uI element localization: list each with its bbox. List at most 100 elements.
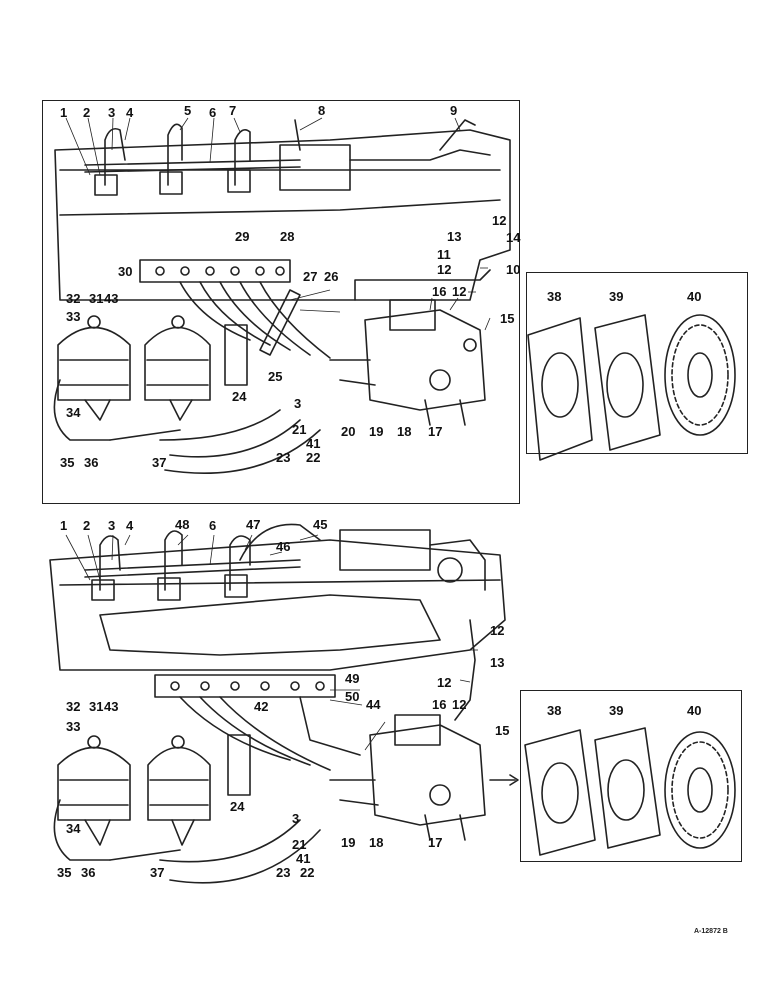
injector-3-top (234, 129, 251, 186)
callout: 46 (276, 539, 291, 554)
callout: 41 (296, 851, 311, 866)
callout: 14 (506, 230, 521, 245)
callout: 18 (397, 424, 412, 439)
callout: 31 (89, 699, 104, 714)
callout: 3 (294, 396, 302, 411)
figure-reference: A-12872 B (694, 928, 728, 935)
callout: 37 (152, 455, 167, 470)
gasket-plate-top (527, 317, 593, 461)
fuel-rail-bottom (84, 559, 301, 571)
callout: 21 (292, 422, 307, 437)
callout: 4 (126, 105, 134, 120)
callout: 43 (104, 699, 119, 714)
callout: 12 (437, 262, 452, 277)
manifold-bar-top (139, 259, 291, 283)
callout: 3 (108, 105, 116, 120)
callout: 1 (60, 105, 68, 120)
callout: 17 (428, 835, 443, 850)
callout: 32 (66, 699, 81, 714)
callout: 2 (83, 105, 91, 120)
callout: 36 (84, 455, 99, 470)
callout: 6 (209, 105, 217, 120)
injector-1-bottom (99, 535, 121, 591)
callout: 17 (428, 424, 443, 439)
callout: 39 (609, 703, 624, 718)
callout: 18 (369, 835, 384, 850)
callout: 39 (609, 289, 624, 304)
callout: 29 (235, 229, 250, 244)
callout: 8 (318, 103, 326, 118)
callout: 24 (232, 389, 247, 404)
fuel-filter-right-bottom (147, 735, 211, 846)
callout: 21 (292, 837, 307, 852)
callout: 36 (81, 865, 96, 880)
fuel-filter-right-top (144, 315, 211, 421)
callout: 33 (66, 309, 81, 324)
callout: 47 (246, 517, 261, 532)
callout: 26 (324, 269, 339, 284)
callout: 35 (60, 455, 75, 470)
injector-1-top (104, 127, 126, 186)
callout: 12 (452, 697, 467, 712)
callout: 13 (447, 229, 462, 244)
injection-pump-top (364, 299, 486, 426)
callout: 44 (366, 697, 381, 712)
callout: 27 (303, 269, 318, 284)
injector-2-bottom (164, 530, 183, 591)
callout: 40 (687, 289, 702, 304)
callout: 41 (306, 436, 321, 451)
callout: 5 (184, 103, 192, 118)
drive-gear-bottom (664, 731, 736, 849)
callout: 12 (490, 623, 505, 638)
callout: 38 (547, 703, 562, 718)
manifold-bottom (99, 594, 441, 656)
callout: 3 (292, 811, 300, 826)
callout: 6 (209, 518, 217, 533)
callout: 12 (452, 284, 467, 299)
fuel-rail-top (84, 159, 301, 166)
bottom-gear-panel (520, 690, 742, 862)
callout: 13 (490, 655, 505, 670)
callout: 15 (495, 723, 510, 738)
gasket-top (594, 314, 661, 451)
callout: 49 (345, 671, 360, 686)
callout: 19 (369, 424, 384, 439)
injection-pump-bottom (369, 714, 486, 841)
fuel-filter-left-bottom (57, 735, 131, 846)
fuel-filter-left-top (57, 315, 131, 421)
callout: 34 (66, 821, 81, 836)
callout: 24 (230, 799, 245, 814)
manifold-top (279, 144, 351, 191)
callout: 30 (118, 264, 133, 279)
callout: 33 (66, 719, 81, 734)
callout: 42 (254, 699, 269, 714)
callout: 40 (687, 703, 702, 718)
callout: 12 (437, 675, 452, 690)
engine-block-bottom (49, 539, 506, 671)
callout: 7 (229, 103, 237, 118)
callout: 19 (341, 835, 356, 850)
callout: 23 (276, 450, 291, 465)
callout: 25 (268, 369, 283, 384)
callout: 43 (104, 291, 119, 306)
callout: 48 (175, 517, 190, 532)
callout: 38 (547, 289, 562, 304)
drive-gear-top (664, 314, 736, 436)
callout: 9 (450, 103, 458, 118)
callout: 22 (300, 865, 315, 880)
callout: 50 (345, 689, 360, 704)
callout: 3 (108, 518, 116, 533)
callout: 34 (66, 405, 81, 420)
top-gear-panel (526, 272, 748, 454)
callout: 28 (280, 229, 295, 244)
callout: 31 (89, 291, 104, 306)
engine-block-top (54, 129, 511, 301)
callout: 4 (126, 518, 134, 533)
callout: 45 (313, 517, 328, 532)
callout: 10 (506, 262, 521, 277)
callout: 23 (276, 865, 291, 880)
callout: 32 (66, 291, 81, 306)
gasket-plate-bottom (524, 729, 596, 856)
callout: 12 (492, 213, 507, 228)
